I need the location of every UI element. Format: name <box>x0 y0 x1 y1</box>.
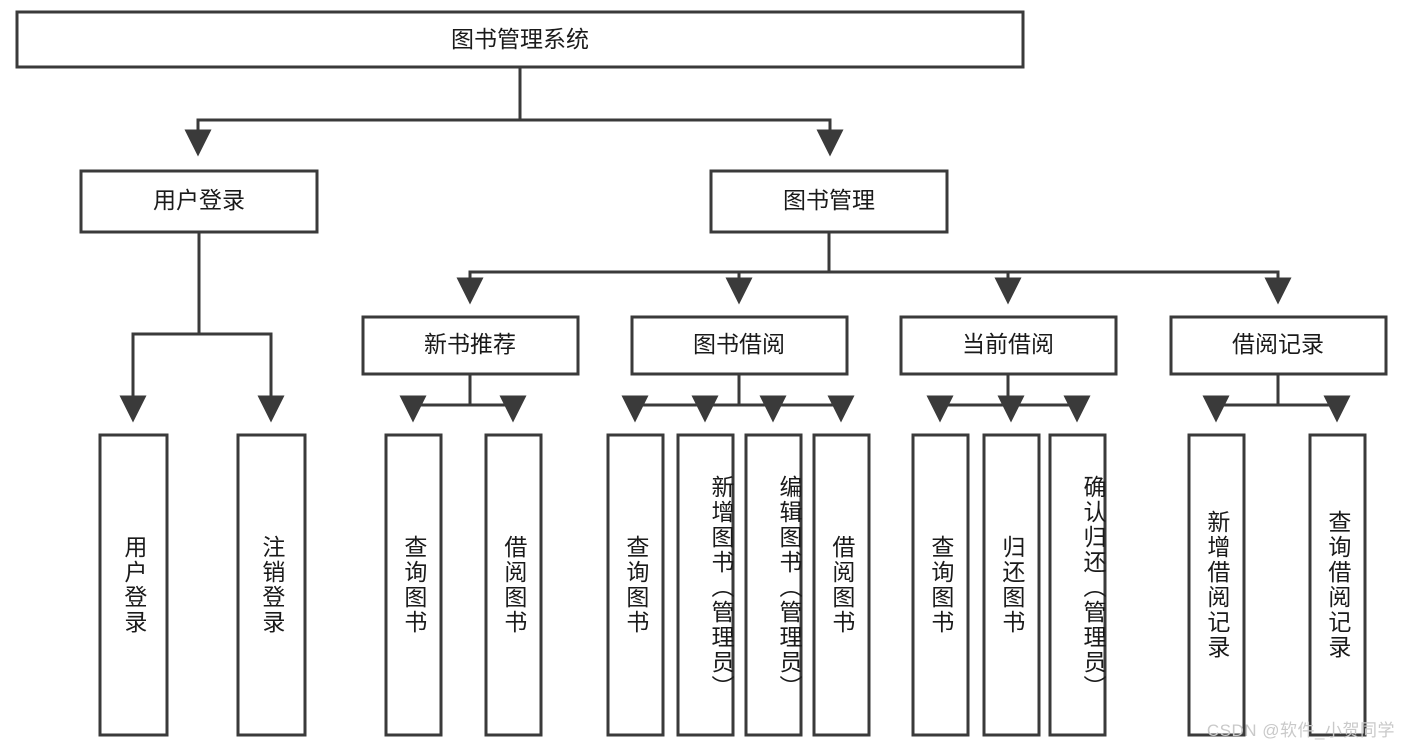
connector-bookmgmt-to-level2 <box>456 230 1292 305</box>
connector-root-to-level1 <box>184 65 844 157</box>
node-user-login[interactable]: 用户登录 <box>79 169 319 234</box>
node-root-rect <box>15 10 1025 69</box>
leaf-box-borrow-book[interactable] <box>812 433 871 737</box>
node-borrow-record-label: 借阅记录 <box>1232 331 1324 357</box>
node-current-borrow[interactable]: 当前借阅 <box>899 315 1118 376</box>
connector-userlogin-to-leaves <box>119 230 285 423</box>
leaf-box-query-book-borrow[interactable] <box>606 433 665 737</box>
leaf-box-add-borrow-record[interactable] <box>1187 433 1246 737</box>
leaf-box-query-borrow-record[interactable] <box>1308 433 1367 737</box>
leaf-box-user-login[interactable] <box>98 433 169 737</box>
node-book-management[interactable]: 图书管理 <box>709 169 949 234</box>
leaf-box-query-book-newrec[interactable] <box>384 433 443 737</box>
leaf-box-logout[interactable] <box>236 433 307 737</box>
connector-newbook-to-leaves <box>399 372 527 423</box>
node-user-login-label: 用户登录 <box>153 187 245 213</box>
node-borrow-record[interactable]: 借阅记录 <box>1169 315 1388 376</box>
connector-borrowrecord-to-leaves <box>1202 372 1351 423</box>
csdn-watermark: CSDN @软件_小贺同学 <box>1206 721 1395 740</box>
leaf-box-edit-book-admin[interactable] <box>744 433 803 737</box>
connector-bookborrow-to-leaves <box>621 372 855 423</box>
node-root[interactable]: 图书管理系统 <box>15 10 1025 69</box>
leaf-box-confirm-return-admin[interactable] <box>1048 433 1107 737</box>
leaf-box-add-book-admin[interactable] <box>676 433 735 737</box>
node-current-borrow-label: 当前借阅 <box>962 331 1054 357</box>
node-book-management-label: 图书管理 <box>783 187 875 213</box>
node-new-book-recommend-label: 新书推荐 <box>424 331 516 357</box>
leaf-box-query-book-current[interactable] <box>911 433 970 737</box>
node-current-borrow-rect <box>899 315 1118 376</box>
node-new-book-recommend-rect <box>361 315 580 376</box>
node-book-borrow[interactable]: 图书借阅 <box>630 315 849 376</box>
node-book-borrow-label: 图书借阅 <box>693 331 785 357</box>
node-new-book-recommend[interactable]: 新书推荐 <box>361 315 580 376</box>
leaf-box-return-book[interactable] <box>982 433 1041 737</box>
leaf-box-borrow-book-newrec[interactable] <box>484 433 543 737</box>
node-root-label: 图书管理系统 <box>451 26 589 52</box>
node-borrow-record-rect <box>1169 315 1388 376</box>
node-book-borrow-rect <box>630 315 849 376</box>
leaf-boxes <box>98 433 1367 737</box>
connector-currentborrow-to-leaves <box>926 372 1091 423</box>
node-book-management-rect <box>709 169 949 234</box>
